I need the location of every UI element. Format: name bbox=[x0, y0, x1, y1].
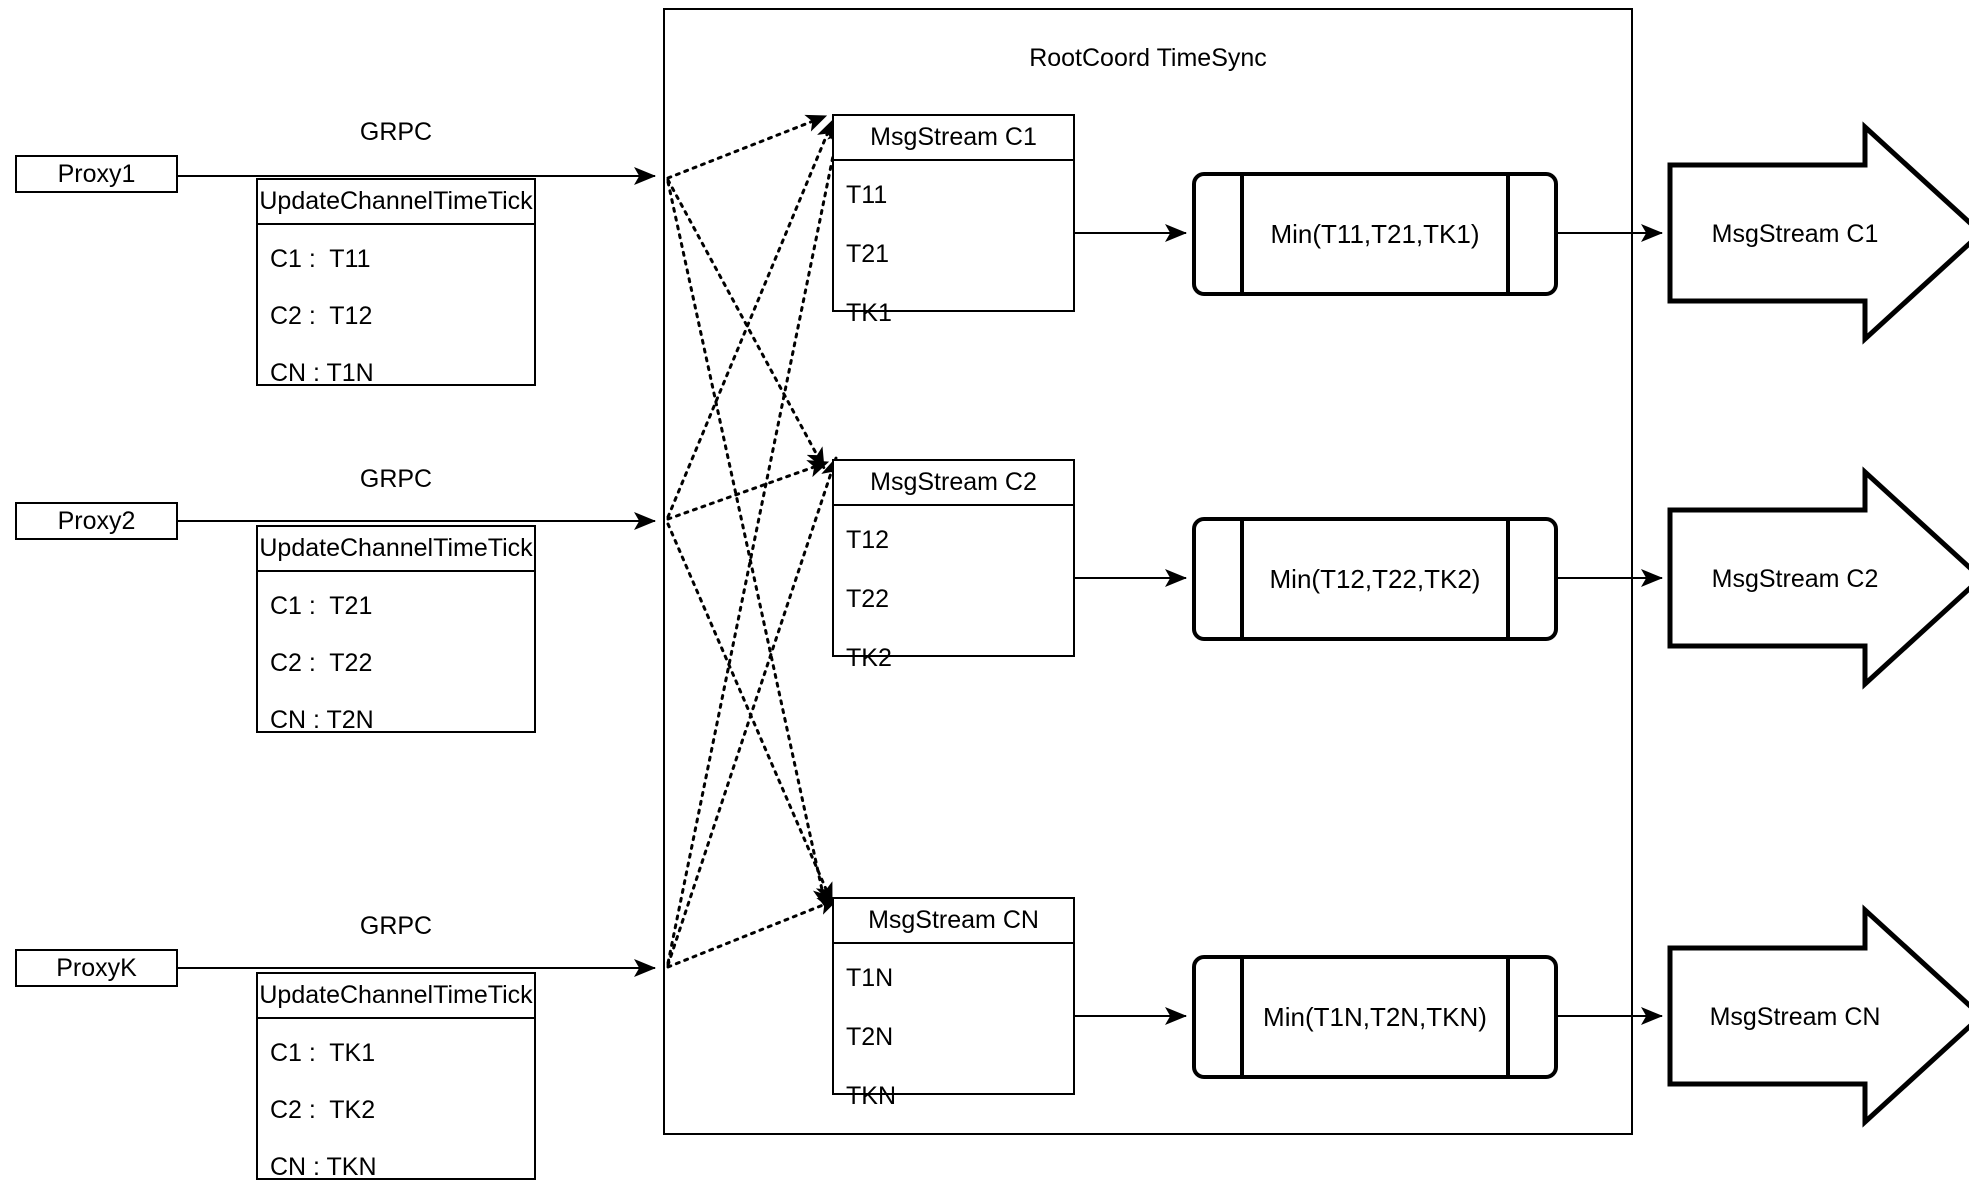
msgstream-tick-row: T21 bbox=[846, 240, 890, 268]
update-channel-timetick-header-2: UpdateChannelTimeTick bbox=[258, 527, 534, 572]
msgstream-header-c2: MsgStream C2 bbox=[834, 461, 1073, 506]
update-channel-timetick-header-k: UpdateChannelTimeTick bbox=[258, 974, 534, 1019]
update-channel-timetick-box-2: UpdateChannelTimeTick C1 : T21 C2 : T22 … bbox=[256, 525, 536, 733]
msgstream-tick-row: T1N bbox=[846, 964, 894, 992]
grpc-label-2: GRPC bbox=[359, 465, 433, 493]
msgstream-box-c2: MsgStream C2 T12 T22 TK2 bbox=[832, 459, 1075, 671]
rootcoord-timesync-container bbox=[663, 8, 1633, 1135]
update-channel-timetick-body-2: C1 : T21 C2 : T22 CN : T2N bbox=[258, 572, 534, 757]
min-process-cn: Min(T1N,T2N,TKN) bbox=[1192, 955, 1558, 1079]
proxy-label-k: ProxyK bbox=[56, 953, 137, 982]
msgstream-tick-row: TK2 bbox=[846, 644, 892, 672]
min-process-label-c1: Min(T11,T21,TK1) bbox=[1270, 218, 1480, 249]
process-right-bar-cn bbox=[1506, 959, 1510, 1075]
update-channel-timetick-body-k: C1 : TK1 C2 : TK2 CN : TKN bbox=[258, 1019, 534, 1183]
msgstream-tick-row: TK1 bbox=[846, 299, 892, 327]
process-left-bar-c1 bbox=[1240, 176, 1244, 292]
timetick-row: C1 : T11 bbox=[270, 245, 371, 273]
output-arrow-label-cn: MsgStream CN bbox=[1709, 1003, 1881, 1031]
update-channel-timetick-box-k: UpdateChannelTimeTick C1 : TK1 C2 : TK2 … bbox=[256, 972, 536, 1180]
grpc-label-1: GRPC bbox=[359, 118, 433, 146]
min-process-c2: Min(T12,T22,TK2) bbox=[1192, 517, 1558, 641]
timetick-row: C2 : TK2 bbox=[270, 1096, 376, 1124]
msgstream-tick-row: T12 bbox=[846, 526, 890, 554]
msgstream-body-cn: T1N T2N TKN bbox=[834, 944, 1073, 1135]
process-right-bar-c1 bbox=[1506, 176, 1510, 292]
output-block-arrows bbox=[1667, 121, 1969, 1128]
msgstream-body-c1: T11 T21 TK1 bbox=[834, 161, 1073, 352]
process-left-bar-cn bbox=[1240, 959, 1244, 1075]
proxy-box-1[interactable]: Proxy1 bbox=[15, 155, 178, 193]
process-right-bar-c2 bbox=[1506, 521, 1510, 637]
msgstream-header-cn: MsgStream CN bbox=[834, 899, 1073, 944]
msgstream-tick-row: T22 bbox=[846, 585, 890, 613]
proxy-label-1: Proxy1 bbox=[57, 159, 136, 188]
timetick-row: CN : TKN bbox=[270, 1153, 377, 1181]
grpc-label-k: GRPC bbox=[359, 912, 433, 940]
msgstream-body-c2: T12 T22 TK2 bbox=[834, 506, 1073, 697]
msgstream-tick-row: TKN bbox=[846, 1082, 896, 1110]
min-process-label-c2: Min(T12,T22,TK2) bbox=[1269, 563, 1481, 594]
process-left-bar-c2 bbox=[1240, 521, 1244, 637]
proxy-box-k[interactable]: ProxyK bbox=[15, 949, 178, 987]
proxy-box-2[interactable]: Proxy2 bbox=[15, 502, 178, 540]
msgstream-tick-row: T11 bbox=[846, 181, 888, 209]
msgstream-box-cn: MsgStream CN T1N T2N TKN bbox=[832, 897, 1075, 1109]
timetick-row: CN : T1N bbox=[270, 359, 374, 387]
timetick-row: C2 : T12 bbox=[270, 302, 373, 330]
timetick-row: C1 : TK1 bbox=[270, 1039, 376, 1067]
min-process-label-cn: Min(T1N,T2N,TKN) bbox=[1263, 1001, 1487, 1032]
update-channel-timetick-box-1: UpdateChannelTimeTick C1 : T11 C2 : T12 … bbox=[256, 178, 536, 386]
output-arrow-label-c2: MsgStream C2 bbox=[1711, 565, 1879, 593]
proxy-label-2: Proxy2 bbox=[57, 506, 136, 535]
timetick-row: CN : T2N bbox=[270, 706, 374, 734]
msgstream-tick-row: T2N bbox=[846, 1023, 894, 1051]
msgstream-header-c1: MsgStream C1 bbox=[834, 116, 1073, 161]
output-arrow-label-c1: MsgStream C1 bbox=[1711, 220, 1879, 248]
update-channel-timetick-body-1: C1 : T11 C2 : T12 CN : T1N bbox=[258, 225, 534, 410]
rootcoord-timesync-title: RootCoord TimeSync bbox=[1029, 44, 1267, 72]
min-process-c1: Min(T11,T21,TK1) bbox=[1192, 172, 1558, 296]
msgstream-box-c1: MsgStream C1 T11 T21 TK1 bbox=[832, 114, 1075, 326]
update-channel-timetick-header-1: UpdateChannelTimeTick bbox=[258, 180, 534, 225]
timetick-row: C1 : T21 bbox=[270, 592, 373, 620]
timetick-row: C2 : T22 bbox=[270, 649, 373, 677]
